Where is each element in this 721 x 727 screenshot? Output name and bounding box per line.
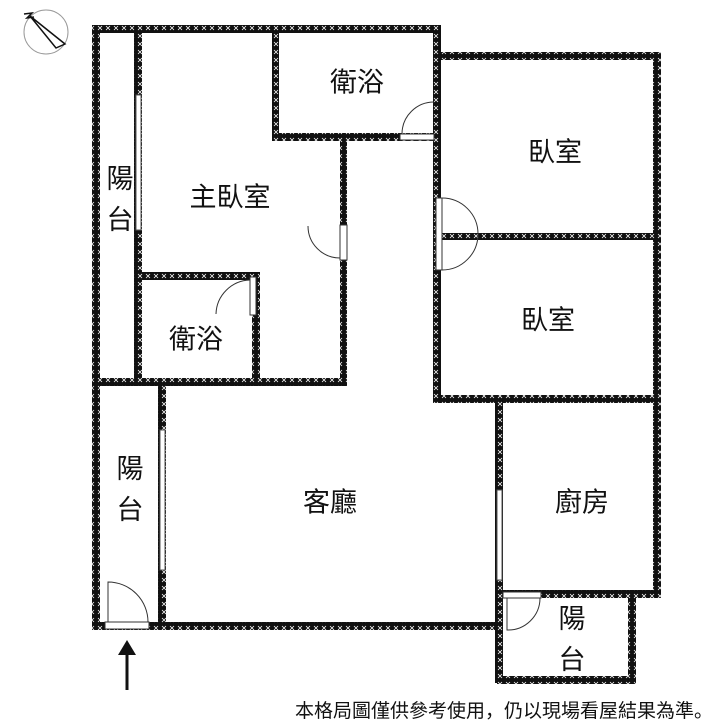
entrance-arrow-icon — [118, 640, 136, 690]
room-label-balcony-left: 陽台 — [111, 454, 143, 536]
room-label-bath-small: 衛浴 — [169, 324, 223, 356]
windows — [135, 94, 503, 581]
room-label-bedroom-2: 臥室 — [521, 305, 575, 337]
doors — [104, 101, 542, 631]
room-label-bath-top: 衛浴 — [330, 67, 384, 99]
room-label-balcony-top-left: 陽台 — [101, 164, 133, 246]
disclaimer-text: 本格局圖僅供參考使用，仍以現場看屋結果為準。 — [294, 700, 713, 722]
room-label-master-bedroom: 主臥室 — [189, 182, 271, 214]
room-label-kitchen: 廚房 — [555, 487, 609, 519]
room-label-living-room: 客廳 — [303, 487, 357, 519]
room-label-bedroom-1: 臥室 — [528, 137, 582, 169]
compass-icon — [23, 9, 69, 55]
room-label-balcony-small: 陽台 — [553, 604, 585, 686]
